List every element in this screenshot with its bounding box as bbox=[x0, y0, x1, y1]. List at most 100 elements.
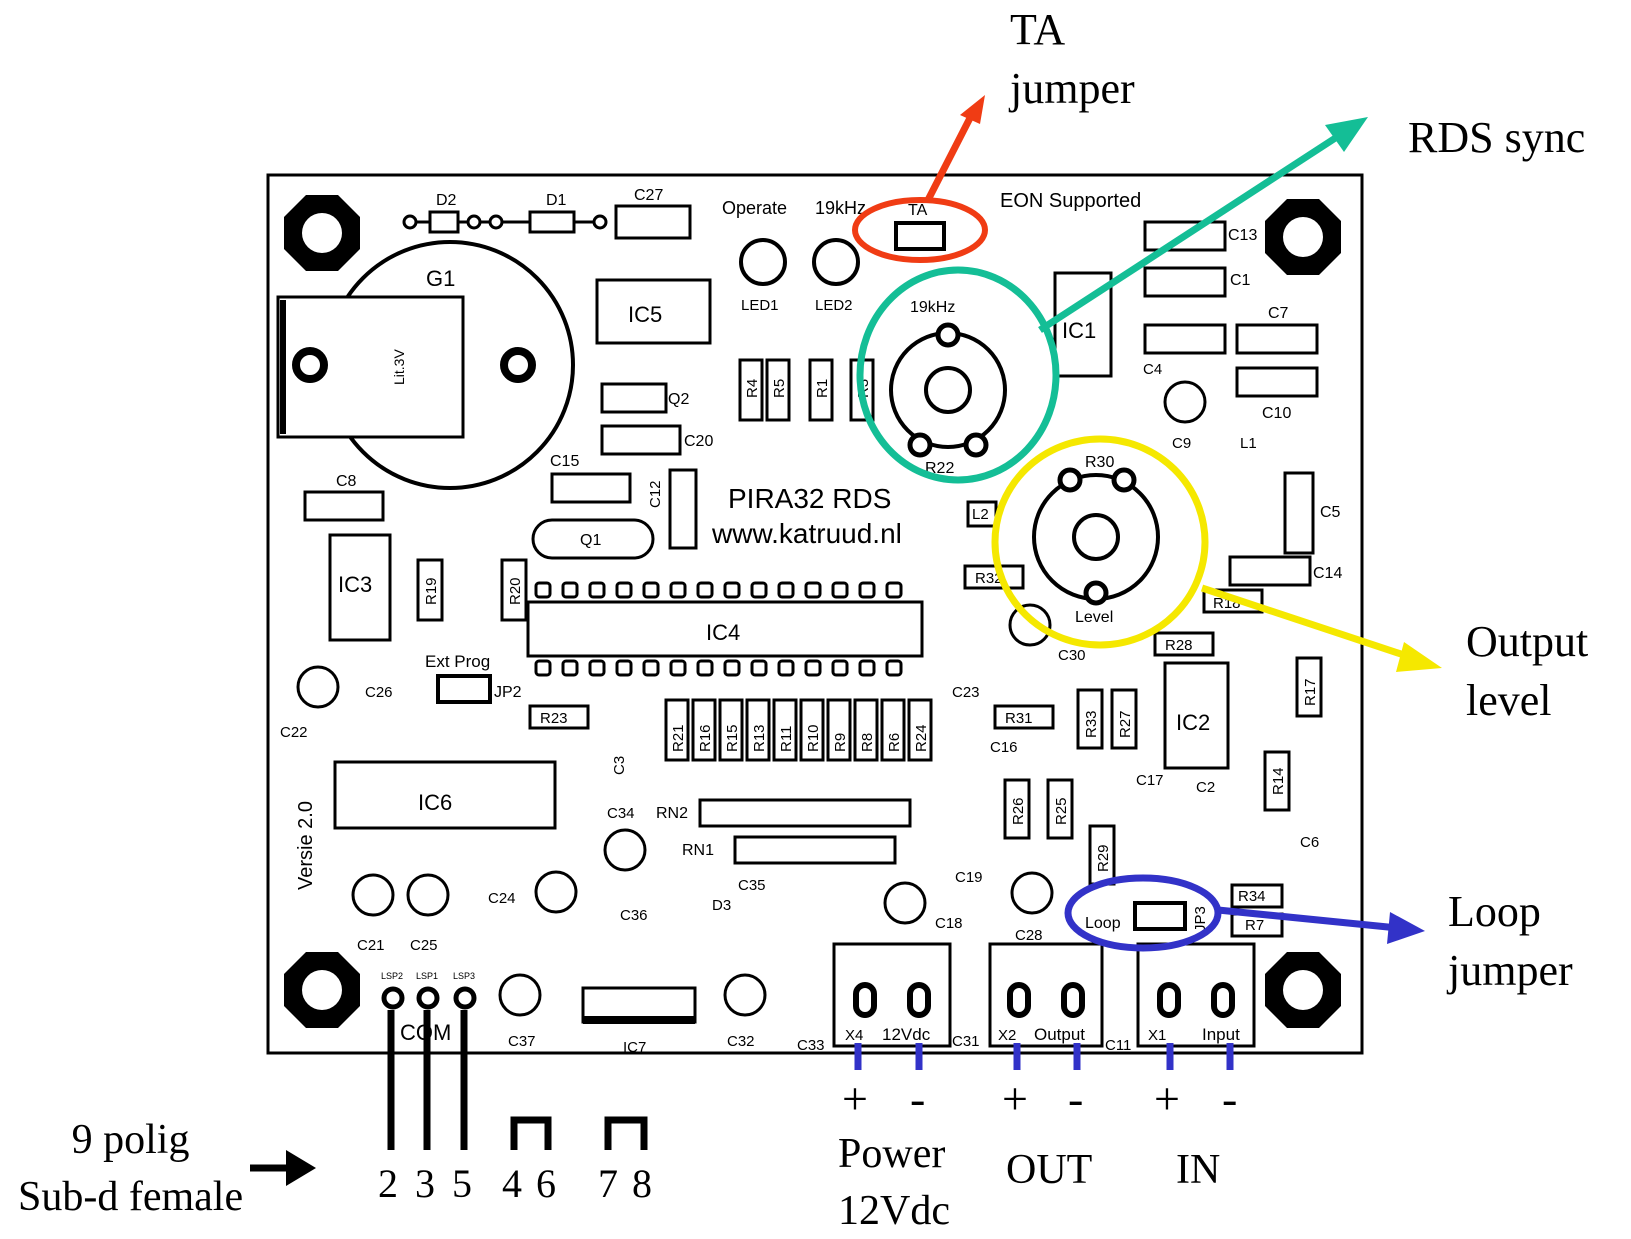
ic4-pin bbox=[696, 581, 714, 599]
battery-type: Lit.3V bbox=[391, 349, 407, 385]
ic4-pin bbox=[534, 581, 552, 599]
resistor-r6 bbox=[880, 698, 906, 762]
label-c32: C32 bbox=[727, 1033, 755, 1050]
battery-label: G1 bbox=[426, 266, 455, 291]
label-r33: R33 bbox=[1083, 710, 1100, 738]
label-c13: C13 bbox=[1228, 227, 1257, 244]
ic4 bbox=[526, 600, 924, 658]
label-r4: R4 bbox=[744, 379, 761, 398]
connector-x4-id: X4 bbox=[845, 1027, 863, 1044]
loop-annotation-line2: jumper bbox=[1448, 946, 1573, 996]
label-r32: R32 bbox=[975, 570, 1003, 587]
ic7-label: IC7 bbox=[623, 1039, 646, 1056]
resistor-r24 bbox=[907, 698, 933, 762]
label-c21: C21 bbox=[357, 937, 385, 954]
label-c36: C36 bbox=[620, 907, 648, 924]
label-r20: R20 bbox=[507, 577, 524, 605]
label-r27: R27 bbox=[1117, 710, 1134, 738]
resistor-r11 bbox=[772, 698, 798, 762]
resistor-r19 bbox=[416, 558, 444, 622]
label-q2: Q2 bbox=[668, 391, 689, 408]
ic3 bbox=[328, 533, 392, 642]
label-c7: C7 bbox=[1268, 305, 1289, 322]
rn1 bbox=[733, 835, 897, 865]
ic4-pin bbox=[831, 581, 849, 599]
label-r26: R26 bbox=[1010, 797, 1027, 825]
label-rn1: RN1 bbox=[682, 842, 714, 859]
ta-jumper-header bbox=[894, 221, 946, 251]
pin-4: 4 bbox=[502, 1161, 522, 1206]
label-r6: R6 bbox=[886, 733, 903, 752]
label-r8: R8 bbox=[859, 733, 876, 752]
ta-arrow bbox=[924, 95, 985, 202]
label-c1: C1 bbox=[1230, 272, 1251, 289]
label-c33: C33 bbox=[797, 1037, 825, 1054]
in-plus: + bbox=[1154, 1073, 1180, 1124]
ic4-pin bbox=[588, 659, 606, 677]
in-annotation: IN bbox=[1176, 1147, 1221, 1193]
label-rn2: RN2 bbox=[656, 805, 688, 822]
battery-g1: G1 Lit.3V bbox=[276, 240, 575, 490]
resistor-r13 bbox=[745, 698, 771, 762]
power-minus: - bbox=[910, 1073, 926, 1124]
ic4-pin bbox=[723, 581, 741, 599]
label-c35: C35 bbox=[738, 877, 766, 894]
ic4-pin bbox=[804, 659, 822, 677]
label-q1: Q1 bbox=[580, 532, 601, 549]
ic4-pin bbox=[750, 659, 768, 677]
ic4-pin bbox=[588, 581, 606, 599]
connector-x1-label: Input bbox=[1202, 1025, 1240, 1044]
label-r24: R24 bbox=[913, 724, 930, 752]
ta-jumper-label: TA bbox=[908, 202, 928, 219]
ta-annotation: TA jumper bbox=[1010, 0, 1135, 119]
ic4-pin bbox=[561, 581, 579, 599]
label-c9: C9 bbox=[1172, 435, 1191, 452]
power-annotation: Power 12Vdc bbox=[838, 1126, 950, 1239]
resistor-r10 bbox=[799, 698, 825, 762]
loop-label: Loop bbox=[1085, 915, 1121, 932]
label-c30: C30 bbox=[1058, 647, 1086, 664]
ic4-pin bbox=[534, 659, 552, 677]
ext-prog-label: Ext Prog bbox=[425, 652, 490, 671]
leds bbox=[739, 238, 860, 286]
rn2 bbox=[698, 798, 912, 828]
power-annotation-line2: 12Vdc bbox=[838, 1187, 950, 1234]
ic4-pin bbox=[750, 581, 768, 599]
resistor-r8 bbox=[853, 698, 879, 762]
label-c18: C18 bbox=[935, 915, 963, 932]
label-r9: R9 bbox=[832, 733, 849, 752]
ic4-pin bbox=[642, 581, 660, 599]
label-r17: R17 bbox=[1302, 678, 1319, 706]
label-d2: D2 bbox=[436, 192, 457, 209]
jp2-label: JP2 bbox=[494, 684, 522, 701]
ic4-label: IC4 bbox=[706, 620, 740, 645]
pin-3: 3 bbox=[415, 1161, 435, 1206]
label-c5: C5 bbox=[1320, 504, 1341, 521]
mid-left-parts bbox=[303, 382, 698, 560]
label-c28: C28 bbox=[1015, 927, 1043, 944]
ic5-label: IC5 bbox=[628, 302, 662, 327]
label-c19: C19 bbox=[955, 869, 983, 886]
loop-arrow bbox=[1217, 906, 1425, 944]
right-resistors bbox=[528, 500, 1323, 938]
polarity-markers bbox=[854, 1043, 1234, 1070]
label-c2: C2 bbox=[1196, 779, 1215, 796]
resistor-r16 bbox=[691, 698, 717, 762]
label-c22: C22 bbox=[280, 724, 308, 741]
pin-5: 5 bbox=[452, 1161, 472, 1206]
ic4-pin bbox=[669, 581, 687, 599]
ic4-pin bbox=[723, 659, 741, 677]
label-r19: R19 bbox=[423, 577, 440, 605]
electrolytic-caps bbox=[296, 380, 1207, 1017]
label-r13: R13 bbox=[751, 724, 768, 752]
subd-arrow bbox=[250, 1150, 316, 1186]
label-r7: R7 bbox=[1245, 917, 1264, 934]
label-r34: R34 bbox=[1238, 888, 1266, 905]
ic4-pins bbox=[534, 581, 903, 677]
label-r5: R5 bbox=[771, 379, 788, 398]
label-c37: C37 bbox=[508, 1033, 536, 1050]
pin-2: 2 bbox=[378, 1161, 398, 1206]
label-r15: R15 bbox=[724, 724, 741, 752]
